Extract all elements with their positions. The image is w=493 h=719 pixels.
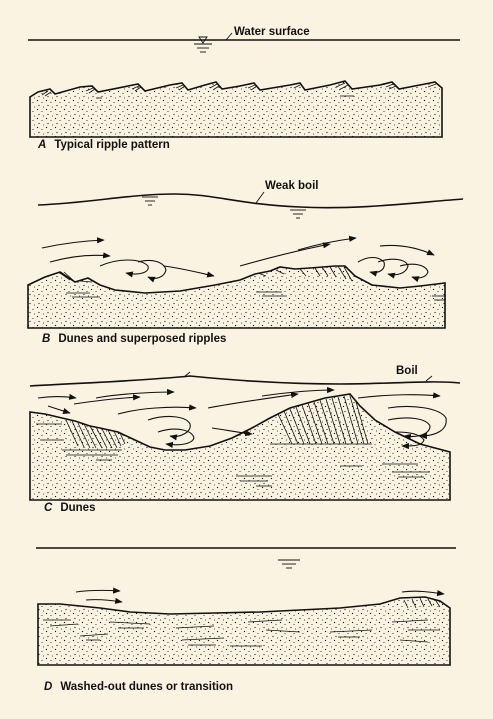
- water-level-symbol: [278, 559, 300, 569]
- boil-leader: [183, 371, 191, 378]
- flow-arrows-c: [37, 386, 447, 450]
- panel-a-caption: A Typical ripple pattern: [38, 139, 170, 152]
- panel-a-caption-text: Typical ripple pattern: [54, 139, 170, 151]
- water-level-symbol: [142, 196, 306, 219]
- dune-bed-c: [29, 393, 451, 501]
- washed-out-bed: [37, 596, 451, 666]
- panel-a-letter: A: [38, 139, 47, 151]
- weak-boil-water-surface: [37, 193, 464, 209]
- panel-b-caption: B Dunes and superposed ripples: [42, 333, 227, 346]
- panel-d: [36, 547, 456, 666]
- ripple-bed: [29, 80, 443, 138]
- boil-water-surface: [29, 375, 461, 387]
- washed-out-laminae: [44, 597, 441, 647]
- panel-c-caption: C Dunes: [44, 502, 96, 515]
- ripple-cross-laminae: [59, 265, 446, 301]
- dune-cross-strata-left: [36, 419, 126, 461]
- boil-label: Boil: [396, 365, 418, 377]
- water-surface-leader: [225, 32, 233, 41]
- panel-d-caption-text: Washed-out dunes or transition: [60, 681, 234, 693]
- panel-b-caption-text: Dunes and superposed ripples: [58, 333, 227, 345]
- dune-cross-strata-right: [236, 395, 430, 487]
- panel-c-caption-text: Dunes: [60, 502, 96, 514]
- weak-boil-leader: [255, 191, 265, 204]
- panel-a: [28, 32, 460, 138]
- panel-d-caption: D Washed-out dunes or transition: [44, 681, 234, 694]
- water-surface-label: Water surface: [234, 26, 310, 38]
- weak-boil-label: Weak boil: [265, 180, 319, 192]
- panel-b: [27, 191, 464, 329]
- water-level-symbol: [194, 36, 212, 53]
- dune-bed-b: [27, 265, 446, 329]
- panel-d-letter: D: [44, 681, 53, 693]
- panel-c-letter: C: [44, 502, 53, 514]
- flow-arrows-d: [75, 587, 445, 604]
- panel-c: [29, 371, 461, 501]
- ripple-cross-laminae: [41, 82, 437, 99]
- flow-arrows-b: [41, 235, 435, 283]
- boil-leader-right: [425, 375, 433, 382]
- panel-b-letter: B: [42, 333, 51, 345]
